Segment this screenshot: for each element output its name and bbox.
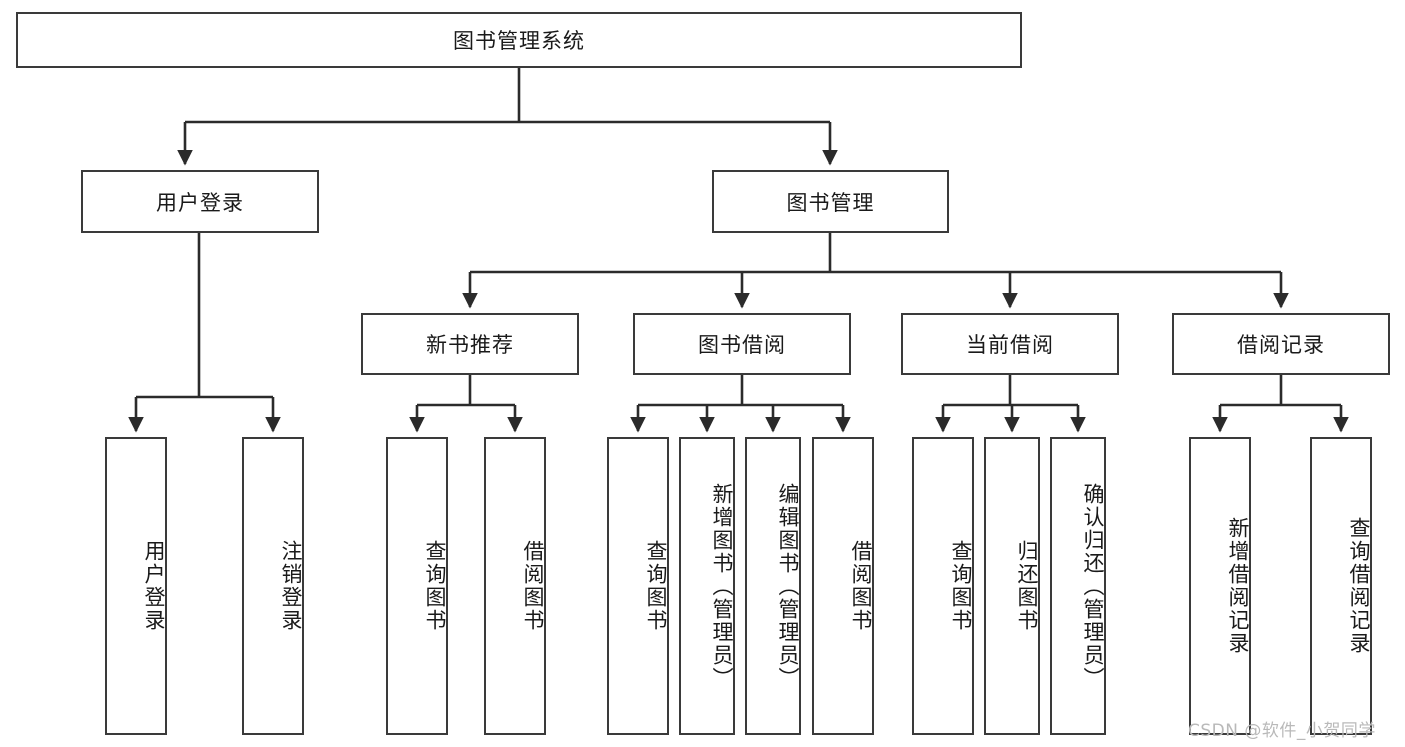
leaf-re-query-record[interactable]: 查询借阅记录 bbox=[1310, 437, 1372, 735]
leaf-logout-label: 注销登录 bbox=[279, 540, 303, 632]
leaf-bo-edit-book-admin[interactable]: 编辑图书（管理员） bbox=[745, 437, 801, 735]
leaf-nb-borrow-book[interactable]: 借阅图书 bbox=[484, 437, 546, 735]
leaf-user-login[interactable]: 用户登录 bbox=[105, 437, 167, 735]
leaf-cu-return-book[interactable]: 归还图书 bbox=[984, 437, 1040, 735]
leaf-logout[interactable]: 注销登录 bbox=[242, 437, 304, 735]
leaf-cu-query-book-label: 查询图书 bbox=[949, 540, 973, 632]
leaf-bo-query-book[interactable]: 查询图书 bbox=[607, 437, 669, 735]
leaf-cu-query-book[interactable]: 查询图书 bbox=[912, 437, 974, 735]
node-user-login-label: 用户登录 bbox=[156, 190, 244, 215]
leaf-nb-query-book-label: 查询图书 bbox=[423, 540, 447, 632]
node-book-management[interactable]: 图书管理 bbox=[712, 170, 949, 233]
watermark: CSDN @软件_小贺同学 bbox=[1188, 721, 1376, 741]
leaf-cu-confirm-return-admin[interactable]: 确认归还（管理员） bbox=[1050, 437, 1106, 735]
leaf-nb-query-book[interactable]: 查询图书 bbox=[386, 437, 448, 735]
node-user-login[interactable]: 用户登录 bbox=[81, 170, 319, 233]
leaf-bo-borrow-book[interactable]: 借阅图书 bbox=[812, 437, 874, 735]
node-book-management-label: 图书管理 bbox=[786, 190, 875, 215]
leaf-cu-confirm-return-admin-label: 确认归还（管理员） bbox=[1081, 482, 1105, 690]
leaf-user-login-label: 用户登录 bbox=[142, 540, 166, 632]
node-current-borrow[interactable]: 当前借阅 bbox=[901, 313, 1119, 375]
node-new-book-recommend[interactable]: 新书推荐 bbox=[361, 313, 579, 375]
node-borrow-record[interactable]: 借阅记录 bbox=[1172, 313, 1390, 375]
leaf-bo-add-book-admin-label: 新增图书（管理员） bbox=[710, 482, 734, 690]
leaf-re-query-record-label: 查询借阅记录 bbox=[1347, 517, 1371, 655]
leaf-bo-query-book-label: 查询图书 bbox=[644, 540, 668, 632]
node-root[interactable]: 图书管理系统 bbox=[16, 12, 1022, 68]
leaf-bo-edit-book-admin-label: 编辑图书（管理员） bbox=[776, 482, 800, 690]
node-root-label: 图书管理系统 bbox=[453, 29, 585, 53]
leaf-bo-borrow-book-label: 借阅图书 bbox=[849, 540, 873, 632]
leaf-re-add-record-label: 新增借阅记录 bbox=[1226, 517, 1250, 655]
leaf-bo-add-book-admin[interactable]: 新增图书（管理员） bbox=[679, 437, 735, 735]
node-book-borrow-label: 图书借阅 bbox=[698, 333, 786, 357]
node-book-borrow[interactable]: 图书借阅 bbox=[633, 313, 851, 375]
node-new-book-recommend-label: 新书推荐 bbox=[426, 333, 514, 357]
leaf-cu-return-book-label: 归还图书 bbox=[1015, 540, 1039, 632]
node-borrow-record-label: 借阅记录 bbox=[1237, 333, 1325, 357]
leaf-re-add-record[interactable]: 新增借阅记录 bbox=[1189, 437, 1251, 735]
leaf-nb-borrow-book-label: 借阅图书 bbox=[521, 540, 545, 632]
node-current-borrow-label: 当前借阅 bbox=[966, 333, 1054, 357]
